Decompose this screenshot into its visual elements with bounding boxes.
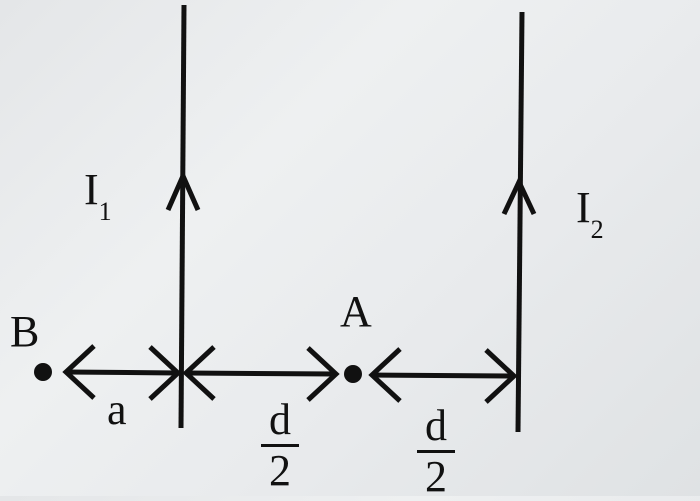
wire-2 [515,11,525,433]
current-1-label: I1 [84,165,112,225]
distance-left-arrow [182,345,340,402]
distance-right-numerator: d [425,401,447,450]
current-2-label: I2 [576,183,604,243]
distance-right-denominator: 2 [425,452,447,501]
current-2-symbol: I [576,183,591,232]
distance-right-label: d 2 [411,404,461,499]
current-2-arrow [501,176,537,216]
current-1-symbol: I [84,165,99,214]
point-b-label: B [10,307,40,356]
point-a-label: A [340,287,372,336]
current-1-arrow [165,169,201,212]
distance-left-numerator: d [269,395,291,444]
distance-a-arrow [62,344,182,401]
fraction-bar [261,444,299,447]
distance-a-label: a [107,385,127,434]
wire-1 [178,4,187,429]
current-1-subscript: 1 [98,197,112,226]
distance-left-denominator: 2 [269,446,291,495]
point-a-dot [344,365,362,383]
distance-left-label: d 2 [255,398,305,493]
distance-right-arrow [368,347,518,404]
current-2-subscript: 2 [590,215,604,244]
point-b-dot [34,363,52,381]
fraction-bar [417,450,455,453]
